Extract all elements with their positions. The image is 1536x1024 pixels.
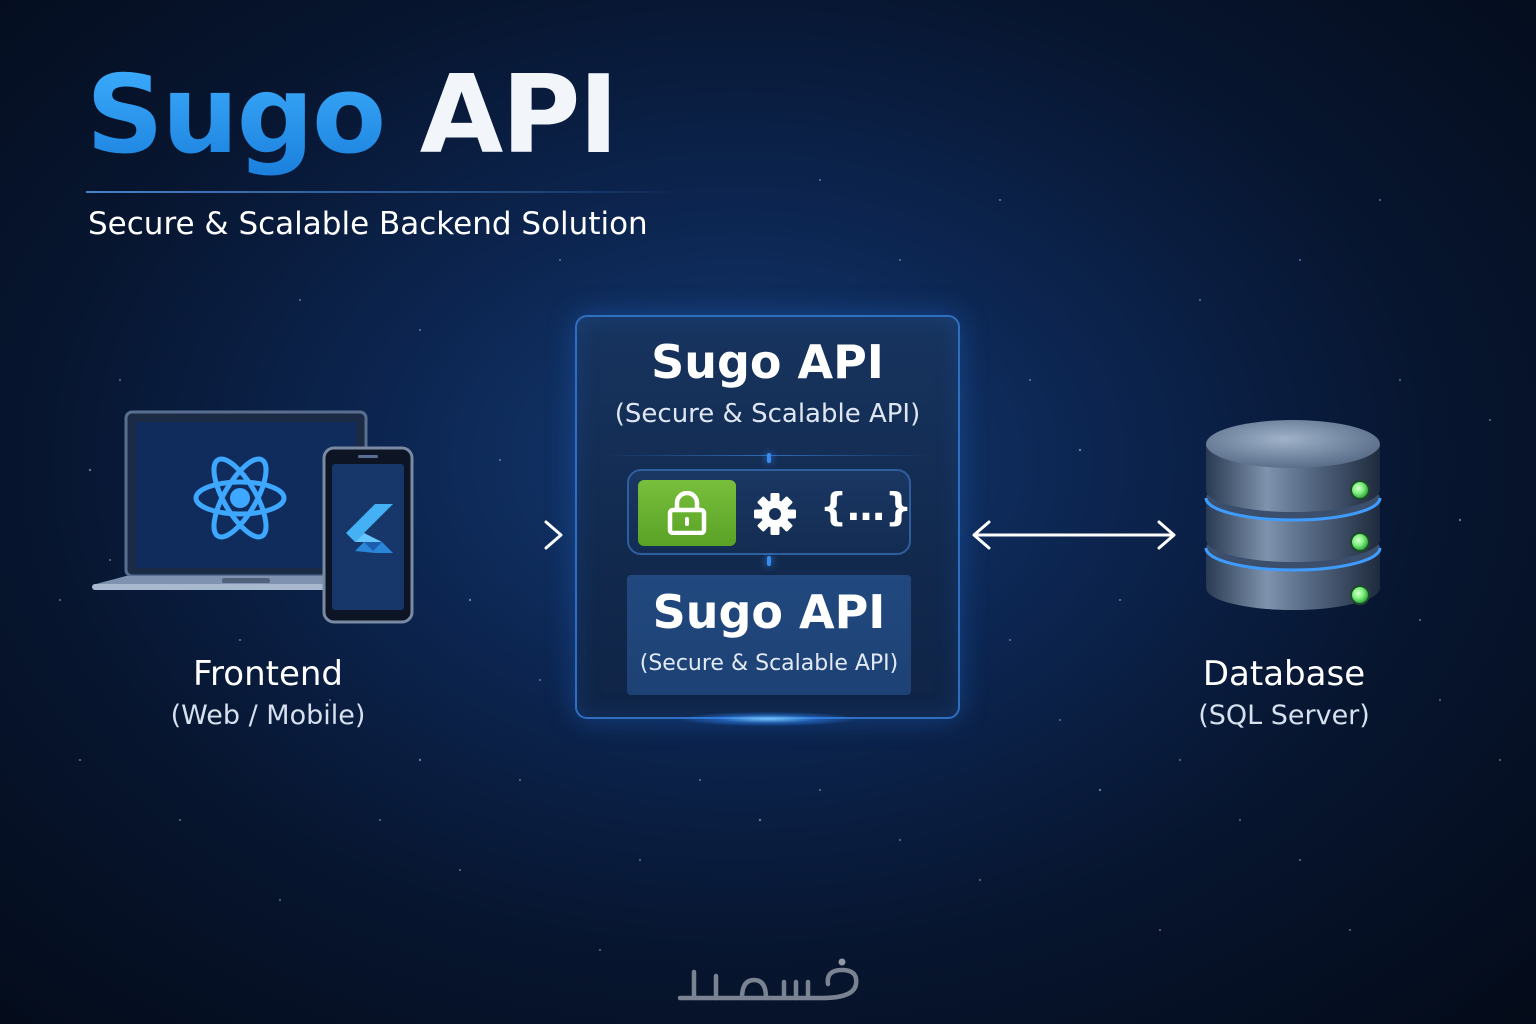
watermark-logo <box>677 958 859 1001</box>
api-connector-top <box>767 453 771 463</box>
flutter-logo-icon <box>346 504 393 553</box>
frontend-to-api-arrow <box>424 520 563 550</box>
frontend-label: Frontend <box>192 654 344 694</box>
api-connector-bottom <box>767 556 771 566</box>
gear-icon <box>754 493 796 535</box>
api-panel: Sugo API (Secure & Scalable API) <box>575 315 960 719</box>
status-light-icon <box>1350 585 1370 605</box>
api-panel-title: Sugo API <box>651 335 884 389</box>
database-icon <box>1204 420 1382 610</box>
braces-icon: {…} <box>820 485 913 529</box>
page-subtitle: Secure & Scalable Backend Solution <box>88 206 648 242</box>
api-inner-box: Sugo API (Secure & Scalable API) <box>627 575 911 695</box>
api-inner-subtitle: (Secure & Scalable API) <box>639 651 899 676</box>
lock-icon <box>667 491 707 535</box>
laptop-icon <box>92 410 402 590</box>
lock-tile <box>638 480 736 546</box>
frontend-devices <box>92 408 414 626</box>
title-divider <box>86 191 686 193</box>
api-database-arrow <box>972 520 1176 550</box>
page-title: Sugo API <box>86 62 619 170</box>
database-node-label: Database (SQL Server) <box>1134 654 1434 731</box>
title-brand: Sugo <box>86 53 386 178</box>
api-panel-glow <box>682 712 854 726</box>
api-tools-bar: {…} <box>627 469 913 555</box>
database-label: Database <box>1202 654 1366 694</box>
frontend-sublabel: (Web / Mobile) <box>170 700 366 731</box>
react-logo-icon <box>193 456 287 540</box>
status-light-icon <box>1350 480 1370 500</box>
frontend-node-label: Frontend (Web / Mobile) <box>118 654 418 731</box>
api-inner-title: Sugo API <box>652 585 886 639</box>
database-sublabel: (SQL Server) <box>1198 700 1370 731</box>
status-light-icon <box>1350 532 1370 552</box>
title-rest: API <box>419 53 619 178</box>
api-panel-subtitle: (Secure & Scalable API) <box>614 399 921 429</box>
